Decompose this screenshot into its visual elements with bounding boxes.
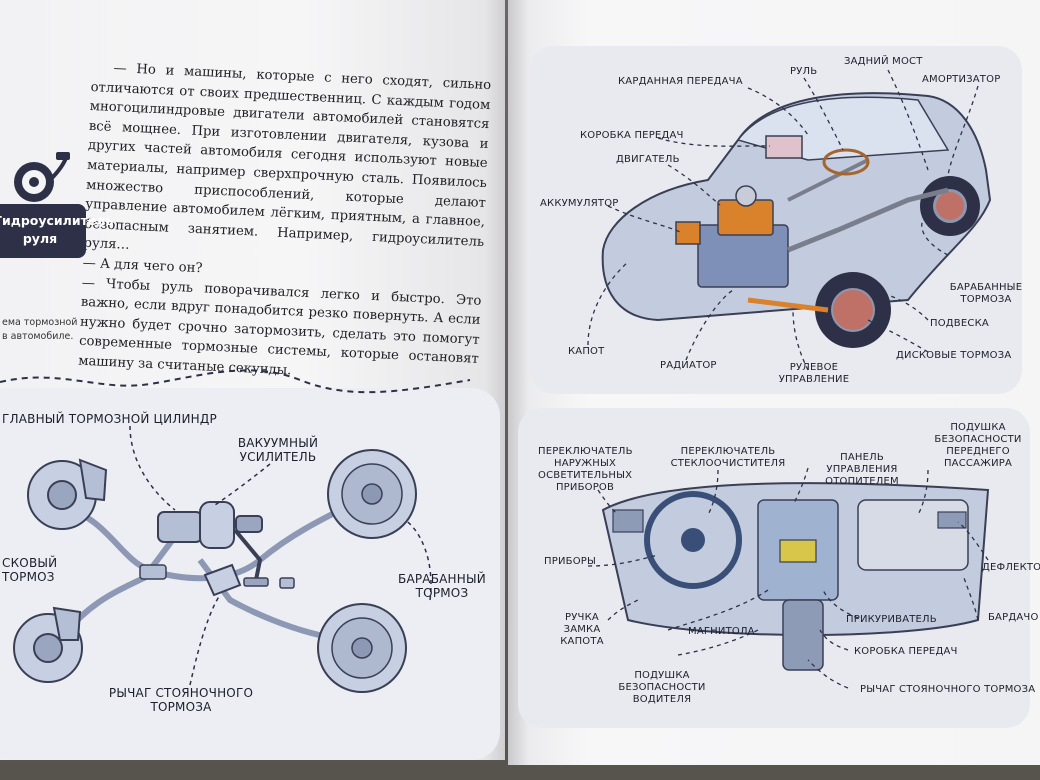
label-radiator: Радиатор: [660, 360, 717, 371]
label-parking-lever-line-2: тормоза: [150, 700, 212, 714]
label-parking-lever: Рычаг стояночного тормоза: [96, 686, 266, 714]
label-gearbox-dash: Коробка передач: [854, 646, 958, 657]
label-light-switch: Переключатель наружных осветительных при…: [538, 446, 633, 494]
label-shock-absorber: Амортизатор: [922, 74, 1001, 85]
label-heater-panel-line-2: отопителем: [825, 476, 899, 487]
label-hood-release-line-2: замка: [563, 624, 601, 635]
label-passenger-airbag: Подушка безопасности переднего пассажира: [928, 422, 1028, 470]
steering-system-icon: [12, 150, 76, 210]
label-passenger-airbag-line-3: переднего: [946, 446, 1010, 457]
label-suspension: Подвеска: [930, 318, 989, 329]
label-disc-brakes: Дисковые тормоза: [896, 350, 1012, 361]
label-radio: Магнитола: [688, 626, 755, 637]
label-vacuum-booster-line-1: Вакуумный: [237, 436, 319, 450]
label-wiper-switch-line-2: стеклоочистителя: [670, 458, 786, 469]
drum-brake-rear-bottom: [317, 603, 407, 693]
label-parking-brake: Рычаг стояночного тормоза: [860, 684, 1036, 695]
label-lighter: Прикуриватель: [846, 614, 937, 625]
label-drum-brake-line-2: тормоз: [415, 586, 469, 600]
side-note-line-2: в автомобиле.: [2, 331, 74, 342]
drum-brake-rear-top: [327, 449, 417, 539]
label-parking-lever-line-1: Рычаг стояночного: [108, 686, 254, 700]
disc-brake-front-bottom: [13, 606, 83, 683]
left-page: — Но и машины, которые с него сходят, си…: [0, 0, 505, 760]
label-steering-line-1: Рулевое: [789, 362, 839, 373]
side-note-line-1: ема тормозной: [2, 317, 78, 328]
label-instruments: Приборы: [544, 556, 597, 567]
label-rear-axle: Задний мост: [844, 56, 923, 67]
label-wiper-switch: Переключатель стеклоочистителя: [668, 446, 788, 470]
label-hood-release-line-3: капота: [560, 636, 604, 647]
brake-system-illustration: [0, 369, 471, 693]
label-vacuum-booster: Вакуумный усилитель: [230, 436, 326, 464]
car-illustration: [587, 69, 992, 371]
label-light-switch-line-4: приборов: [555, 482, 615, 493]
label-driveshaft: Карданная передача: [618, 76, 743, 87]
label-passenger-airbag-line-4: пассажира: [943, 458, 1013, 469]
label-engine: Двигатель: [616, 154, 680, 165]
side-tag-power-steering: Гидроусилитель руля: [0, 204, 113, 258]
label-drum-brake-line-1: Барабанный: [398, 572, 486, 586]
brake-pedal: [233, 528, 269, 587]
label-disc-brake: сковый тормоз: [2, 556, 57, 584]
label-wiper-switch-line-1: Переключатель: [680, 446, 776, 457]
label-hood-release: Ручка замка капота: [550, 612, 614, 648]
label-light-switch-line-3: осветительных: [538, 470, 633, 481]
parking-brake-lever: [139, 563, 295, 597]
label-vacuum-booster-line-2: усилитель: [239, 450, 317, 464]
side-note: ема тормозной в автомобиле.: [2, 316, 77, 344]
label-deflector: Дефлекто: [982, 562, 1040, 573]
label-steering-wheel: Руль: [790, 66, 818, 77]
label-steering: Рулевое управление: [774, 362, 854, 386]
right-page: Карданная передача Руль Задний мост Амор…: [508, 0, 1040, 765]
label-heater-panel-line-1: Панель управления: [826, 452, 898, 475]
label-battery: Аккумулятор: [540, 198, 619, 209]
label-drum-brake: Барабанный тормоз: [392, 572, 492, 600]
label-drum-brakes-line-2: тормоза: [960, 294, 1012, 305]
label-gearbox: Коробка передач: [580, 130, 684, 141]
label-disc-brake-line-2: тормоз: [2, 570, 55, 584]
label-steering-line-2: управление: [778, 374, 850, 385]
label-hood: Капот: [568, 346, 605, 357]
label-drum-brakes-line-1: Барабанные: [949, 282, 1023, 293]
label-driver-airbag-line-2: безопасности: [618, 682, 706, 693]
brake-system-panel: [0, 388, 500, 760]
label-master-cylinder: Главный тормозной цилиндр: [2, 412, 217, 426]
disc-brake-front-top: [27, 458, 108, 530]
label-passenger-airbag-line-2: безопасности: [934, 434, 1022, 445]
master-cylinder: [157, 501, 263, 549]
label-glovebox: Бардачо: [988, 612, 1039, 623]
label-driver-airbag-line-3: водителя: [632, 694, 692, 705]
label-drum-brakes: Барабанные тормоза: [944, 282, 1028, 306]
label-light-switch-line-2: наружных: [553, 458, 617, 469]
label-driver-airbag-line-1: Подушка: [634, 670, 690, 681]
label-disc-brake-line-1: сковый: [2, 556, 58, 570]
label-heater-panel: Панель управления отопителем: [804, 452, 920, 488]
label-passenger-airbag-line-1: Подушка: [950, 422, 1006, 433]
car-and-dashboard-illustration: [587, 69, 992, 689]
label-light-switch-line-1: Переключатель: [538, 446, 633, 457]
label-hood-release-line-1: Ручка: [565, 612, 599, 623]
dashboard-illustration: [587, 467, 990, 689]
label-driver-airbag: Подушка безопасности водителя: [614, 670, 710, 706]
